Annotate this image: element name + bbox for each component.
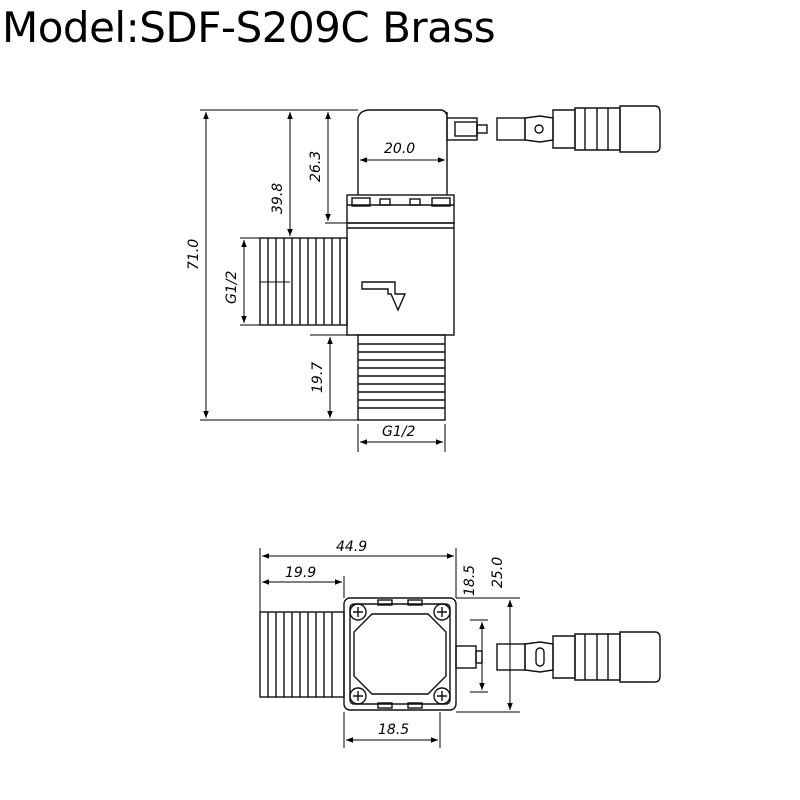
- page-title: Model:SDF-S209C Brass: [2, 3, 496, 52]
- dim-19-7: 19.7: [310, 362, 326, 393]
- dim-26-3: 26.3: [308, 151, 324, 182]
- bottom-thread: [357, 334, 446, 421]
- top-left-thread: [259, 611, 345, 698]
- dim-25-0: 25.0: [490, 557, 506, 588]
- dim-18-5-side: 18.5: [462, 565, 478, 596]
- dim-39-8: 39.8: [270, 183, 286, 214]
- dim-g12-bottom: G1/2: [382, 424, 415, 440]
- dim-g12-left: G1/2: [224, 271, 240, 304]
- top-cable-connector: [455, 631, 661, 683]
- dim-20-0: 20.0: [384, 141, 415, 157]
- brass-body: [346, 222, 455, 336]
- dim-71-0: 71.0: [186, 239, 202, 270]
- dim-18-5-bottom: 18.5: [378, 722, 409, 738]
- side-view-dimensions: [200, 109, 446, 452]
- cable-connector: [446, 105, 661, 153]
- flow-arrow-icon: [361, 281, 407, 312]
- sensor-head: [346, 194, 455, 224]
- screw-icon: [349, 603, 451, 705]
- top-view-dimensions: [259, 548, 520, 748]
- side-view: [259, 105, 661, 421]
- left-thread: [259, 237, 348, 326]
- dim-44-9: 44.9: [336, 539, 367, 555]
- dim-19-9: 19.9: [285, 565, 316, 581]
- square-cover: [343, 597, 457, 711]
- top-view: [259, 597, 661, 711]
